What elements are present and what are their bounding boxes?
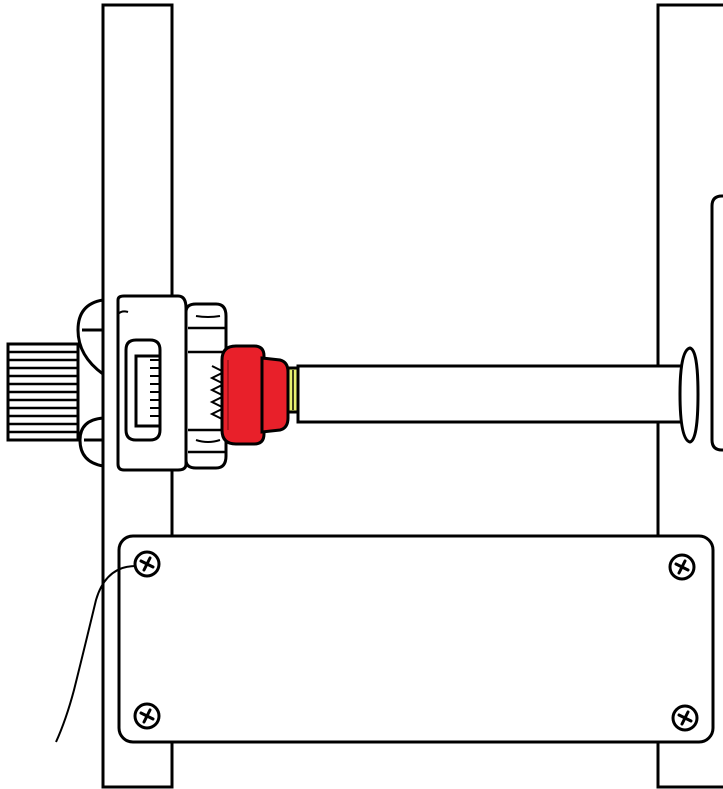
panel-screw-icon (668, 553, 696, 581)
mounting-plate (116, 294, 188, 472)
panel-screw-icon (671, 704, 699, 732)
highlighted-collar (220, 344, 290, 446)
retaining-nut (184, 302, 228, 470)
panel-screw-icon (133, 702, 161, 730)
upper-screw-head (76, 298, 105, 377)
ground-wire (55, 565, 137, 743)
shaft-end (678, 346, 700, 444)
right-bracket (710, 194, 723, 452)
shaft (296, 364, 692, 424)
spur-gear (6, 342, 80, 442)
panel-screw-icon (133, 550, 161, 578)
mounting-panel (117, 534, 715, 744)
lower-screw-head (78, 416, 105, 468)
